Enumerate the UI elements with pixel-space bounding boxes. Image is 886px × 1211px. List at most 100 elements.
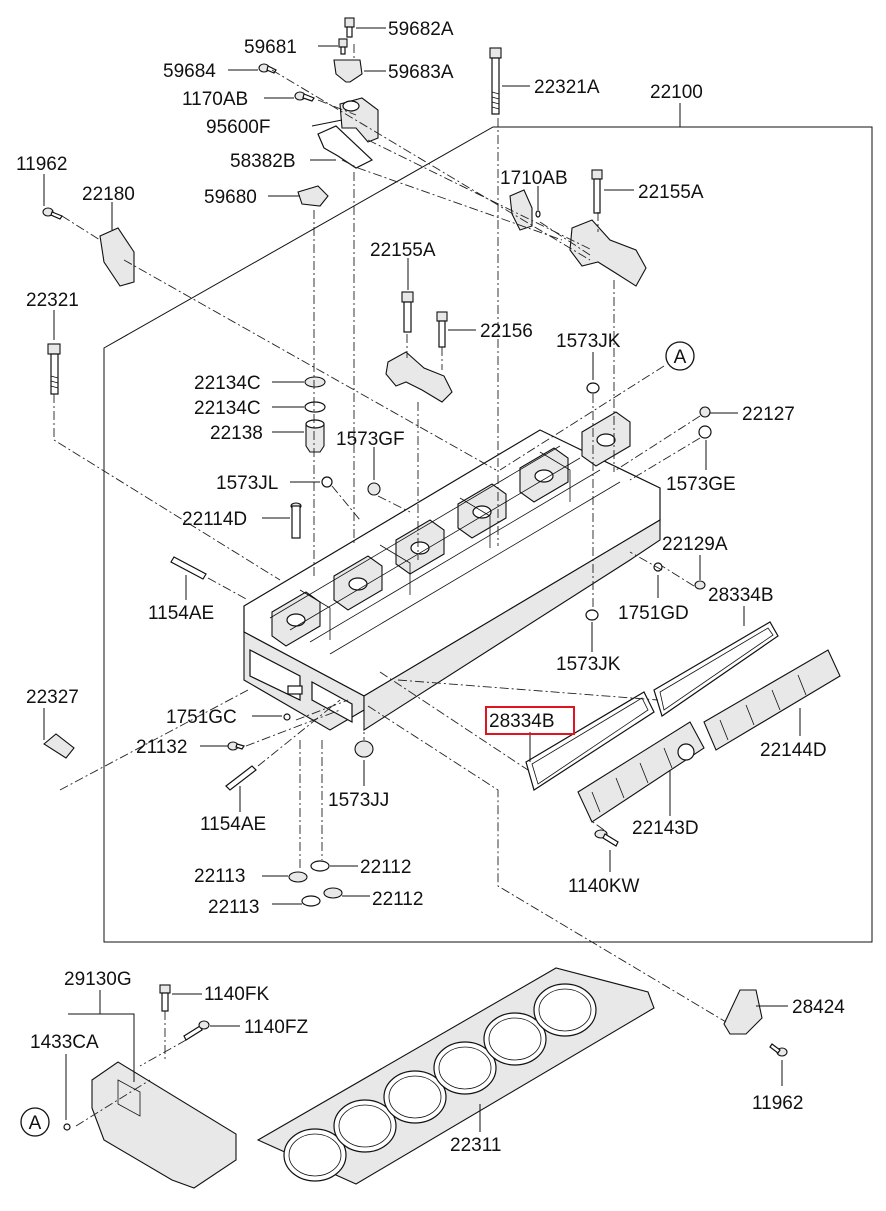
label-22144D: 22144D bbox=[760, 740, 827, 761]
gasket-bore bbox=[483, 1012, 547, 1066]
plug-1573JL bbox=[321, 476, 333, 488]
label-22127: 22127 bbox=[742, 404, 795, 425]
label-22113-1: 22113 bbox=[194, 866, 245, 887]
label-22321A: 22321A bbox=[534, 77, 600, 98]
label-22114D: 22114D bbox=[182, 509, 247, 530]
label-58382B: 58382B bbox=[230, 151, 296, 172]
label-11962-bot: 11962 bbox=[752, 1093, 803, 1114]
label-1140KW: 1140KW bbox=[568, 876, 640, 897]
label-1751GD: 1751GD bbox=[618, 603, 689, 624]
bolt-1170AB bbox=[294, 91, 315, 102]
cam-journal bbox=[472, 505, 492, 519]
reference-callout-top: A bbox=[665, 341, 695, 371]
gasket-58382B bbox=[317, 125, 374, 169]
assembly-frame bbox=[103, 126, 873, 943]
label-22155A-mid: 22155A bbox=[370, 240, 436, 261]
bolt-59684 bbox=[258, 63, 277, 74]
bolt-22321A bbox=[489, 47, 502, 115]
bolt-1140KW bbox=[594, 829, 619, 847]
plug-22129A bbox=[694, 580, 706, 590]
cam-journal bbox=[534, 469, 554, 483]
highlight-box-28334B bbox=[485, 706, 575, 735]
svg-text:A: A bbox=[29, 1113, 42, 1134]
gasket-bore bbox=[333, 1099, 397, 1153]
plug-1573JK-top bbox=[586, 382, 600, 394]
label-22100: 22100 bbox=[650, 82, 703, 103]
cam-journal bbox=[286, 613, 306, 627]
label-22143D: 22143D bbox=[632, 818, 699, 839]
label-1573JL: 1573JL bbox=[216, 473, 278, 494]
label-28424: 28424 bbox=[792, 997, 845, 1018]
part-labels: 59682A 59681 59684 59683A 1170AB 95600F … bbox=[16, 19, 845, 1156]
oring-22113-1 bbox=[288, 871, 308, 883]
gasket-bore-inner bbox=[288, 1133, 342, 1177]
bolt-11962-bot bbox=[769, 1043, 788, 1057]
bolt-22155A-top bbox=[591, 169, 603, 214]
bearing-cap-mid bbox=[385, 351, 453, 403]
cam-journal bbox=[410, 541, 430, 555]
label-1573GE: 1573GE bbox=[666, 474, 736, 495]
bolt-59682A bbox=[344, 17, 355, 38]
label-59684: 59684 bbox=[163, 61, 216, 82]
bolt-11962-top bbox=[42, 207, 63, 220]
oring-22112-2 bbox=[323, 887, 343, 899]
label-95600F: 95600F bbox=[206, 117, 270, 138]
label-22129A: 22129A bbox=[662, 534, 728, 555]
reference-callout-bottom: A bbox=[20, 1107, 50, 1137]
label-22180: 22180 bbox=[82, 184, 135, 205]
bracket-59683A bbox=[333, 59, 363, 83]
label-28334B-right: 28334B bbox=[708, 585, 774, 606]
label-1573GF: 1573GF bbox=[336, 429, 405, 450]
stud-1154AE-1 bbox=[170, 556, 207, 580]
cam-journal bbox=[596, 433, 616, 447]
label-59680: 59680 bbox=[204, 187, 257, 208]
label-22112-1: 22112 bbox=[360, 857, 411, 878]
pin-1433CA bbox=[63, 1123, 71, 1131]
gasket-bore bbox=[383, 1070, 447, 1124]
bolt-21132 bbox=[227, 741, 245, 751]
label-1154AE-1: 1154AE bbox=[148, 603, 214, 624]
gasket-bore-inner bbox=[338, 1104, 392, 1148]
label-1433CA: 1433CA bbox=[30, 1032, 99, 1053]
label-1573JK-bot: 1573JK bbox=[556, 654, 621, 675]
bracket-28424 bbox=[723, 989, 763, 1035]
manifold-22144D bbox=[703, 649, 841, 751]
label-11962-top: 11962 bbox=[16, 154, 67, 175]
clip-22327 bbox=[43, 733, 75, 759]
cylinder-head bbox=[243, 411, 661, 732]
plug-1573JK-bot bbox=[585, 609, 599, 621]
plug-1573GE bbox=[698, 425, 712, 439]
label-leaders bbox=[43, 27, 801, 1132]
gasket-28334B-right bbox=[653, 621, 779, 717]
label-22155A-top: 22155A bbox=[638, 182, 704, 203]
cam-journal bbox=[348, 577, 368, 591]
bracket-22180 bbox=[99, 227, 135, 287]
dashed-assembly-lines bbox=[53, 44, 727, 1127]
label-28334B-highlighted: 28334B bbox=[489, 711, 555, 732]
label-22321: 22321 bbox=[26, 290, 79, 311]
manifold-22143D bbox=[577, 721, 705, 823]
label-1170AB: 1170AB bbox=[182, 89, 248, 110]
gasket-bore bbox=[533, 983, 597, 1037]
guide-22114D bbox=[290, 502, 302, 539]
label-1573JJ: 1573JJ bbox=[328, 790, 389, 811]
label-22138: 22138 bbox=[210, 423, 263, 444]
plug-1751GC bbox=[283, 713, 291, 721]
label-59683A: 59683A bbox=[388, 62, 454, 83]
label-1154AE-2: 1154AE bbox=[200, 814, 266, 835]
bolt-22156 bbox=[436, 311, 448, 348]
gasket-bore-inner bbox=[438, 1046, 492, 1090]
label-21132: 21132 bbox=[136, 737, 187, 758]
label-1573JK-top: 1573JK bbox=[556, 331, 621, 352]
bolt-22155A-mid bbox=[401, 291, 414, 333]
bolt-22321 bbox=[47, 343, 61, 395]
label-22156: 22156 bbox=[480, 321, 533, 342]
bearing-cap-top bbox=[569, 219, 647, 287]
head-gasket-22311 bbox=[256, 967, 655, 1185]
svg-text:A: A bbox=[674, 347, 687, 368]
cap-59680 bbox=[297, 185, 329, 207]
oring-22112-1 bbox=[310, 860, 330, 872]
bolt-1140FZ bbox=[183, 1020, 210, 1041]
seal-22134C-1 bbox=[304, 376, 326, 388]
